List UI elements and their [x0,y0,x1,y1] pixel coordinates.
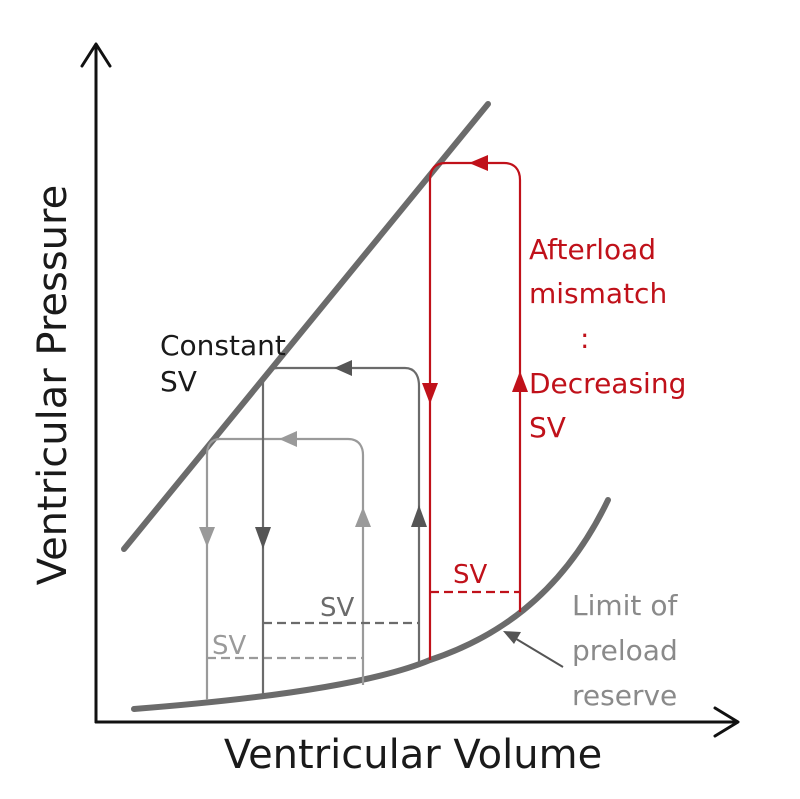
y-axis-label: Ventricular Pressure [30,185,76,585]
espvr-line [121,101,491,552]
loop2-arrow-down [255,527,271,549]
loop3-arrow-left [469,155,488,171]
edpvr-curve [131,497,611,712]
afterload-line3: : [580,322,589,355]
loop1-arrow-down [199,527,215,547]
preload-pointer-arrowhead [503,631,521,644]
preload-line1: Limit of [572,589,678,622]
preload-line2: preload [572,634,678,667]
y-axis-arrowhead [80,42,112,68]
afterload-line4: Decreasing [529,367,686,400]
loop3-arrow-down [422,383,438,404]
afterload-annotation: Afterload mismatch : Decreasing SV [529,233,686,444]
loop2-arrow-left [334,360,352,376]
preload-line3: reserve [572,679,677,712]
constant-sv-label-line2: SV [160,365,197,398]
axes [80,42,740,738]
preload-annotation: Limit of preload reserve [572,589,678,712]
constant-sv-label-line1: Constant [160,329,286,362]
pv-loop-2 [261,366,421,695]
loop3-arrow-up [512,371,528,392]
preload-pointer-line [512,636,564,668]
sv-label-loop3: SV [453,560,488,590]
sv-label-loop1: SV [212,631,247,661]
loop1-arrow-up [355,507,371,527]
afterload-line2: mismatch [529,277,667,310]
x-axis-label: Ventricular Volume [224,732,602,778]
x-axis-arrowhead [713,706,740,738]
loop1-arrow-left [279,431,297,447]
afterload-line1: Afterload [529,233,656,266]
loop2-arrow-up [411,505,427,527]
afterload-line5: SV [529,411,566,444]
sv-label-loop2: SV [320,593,355,623]
